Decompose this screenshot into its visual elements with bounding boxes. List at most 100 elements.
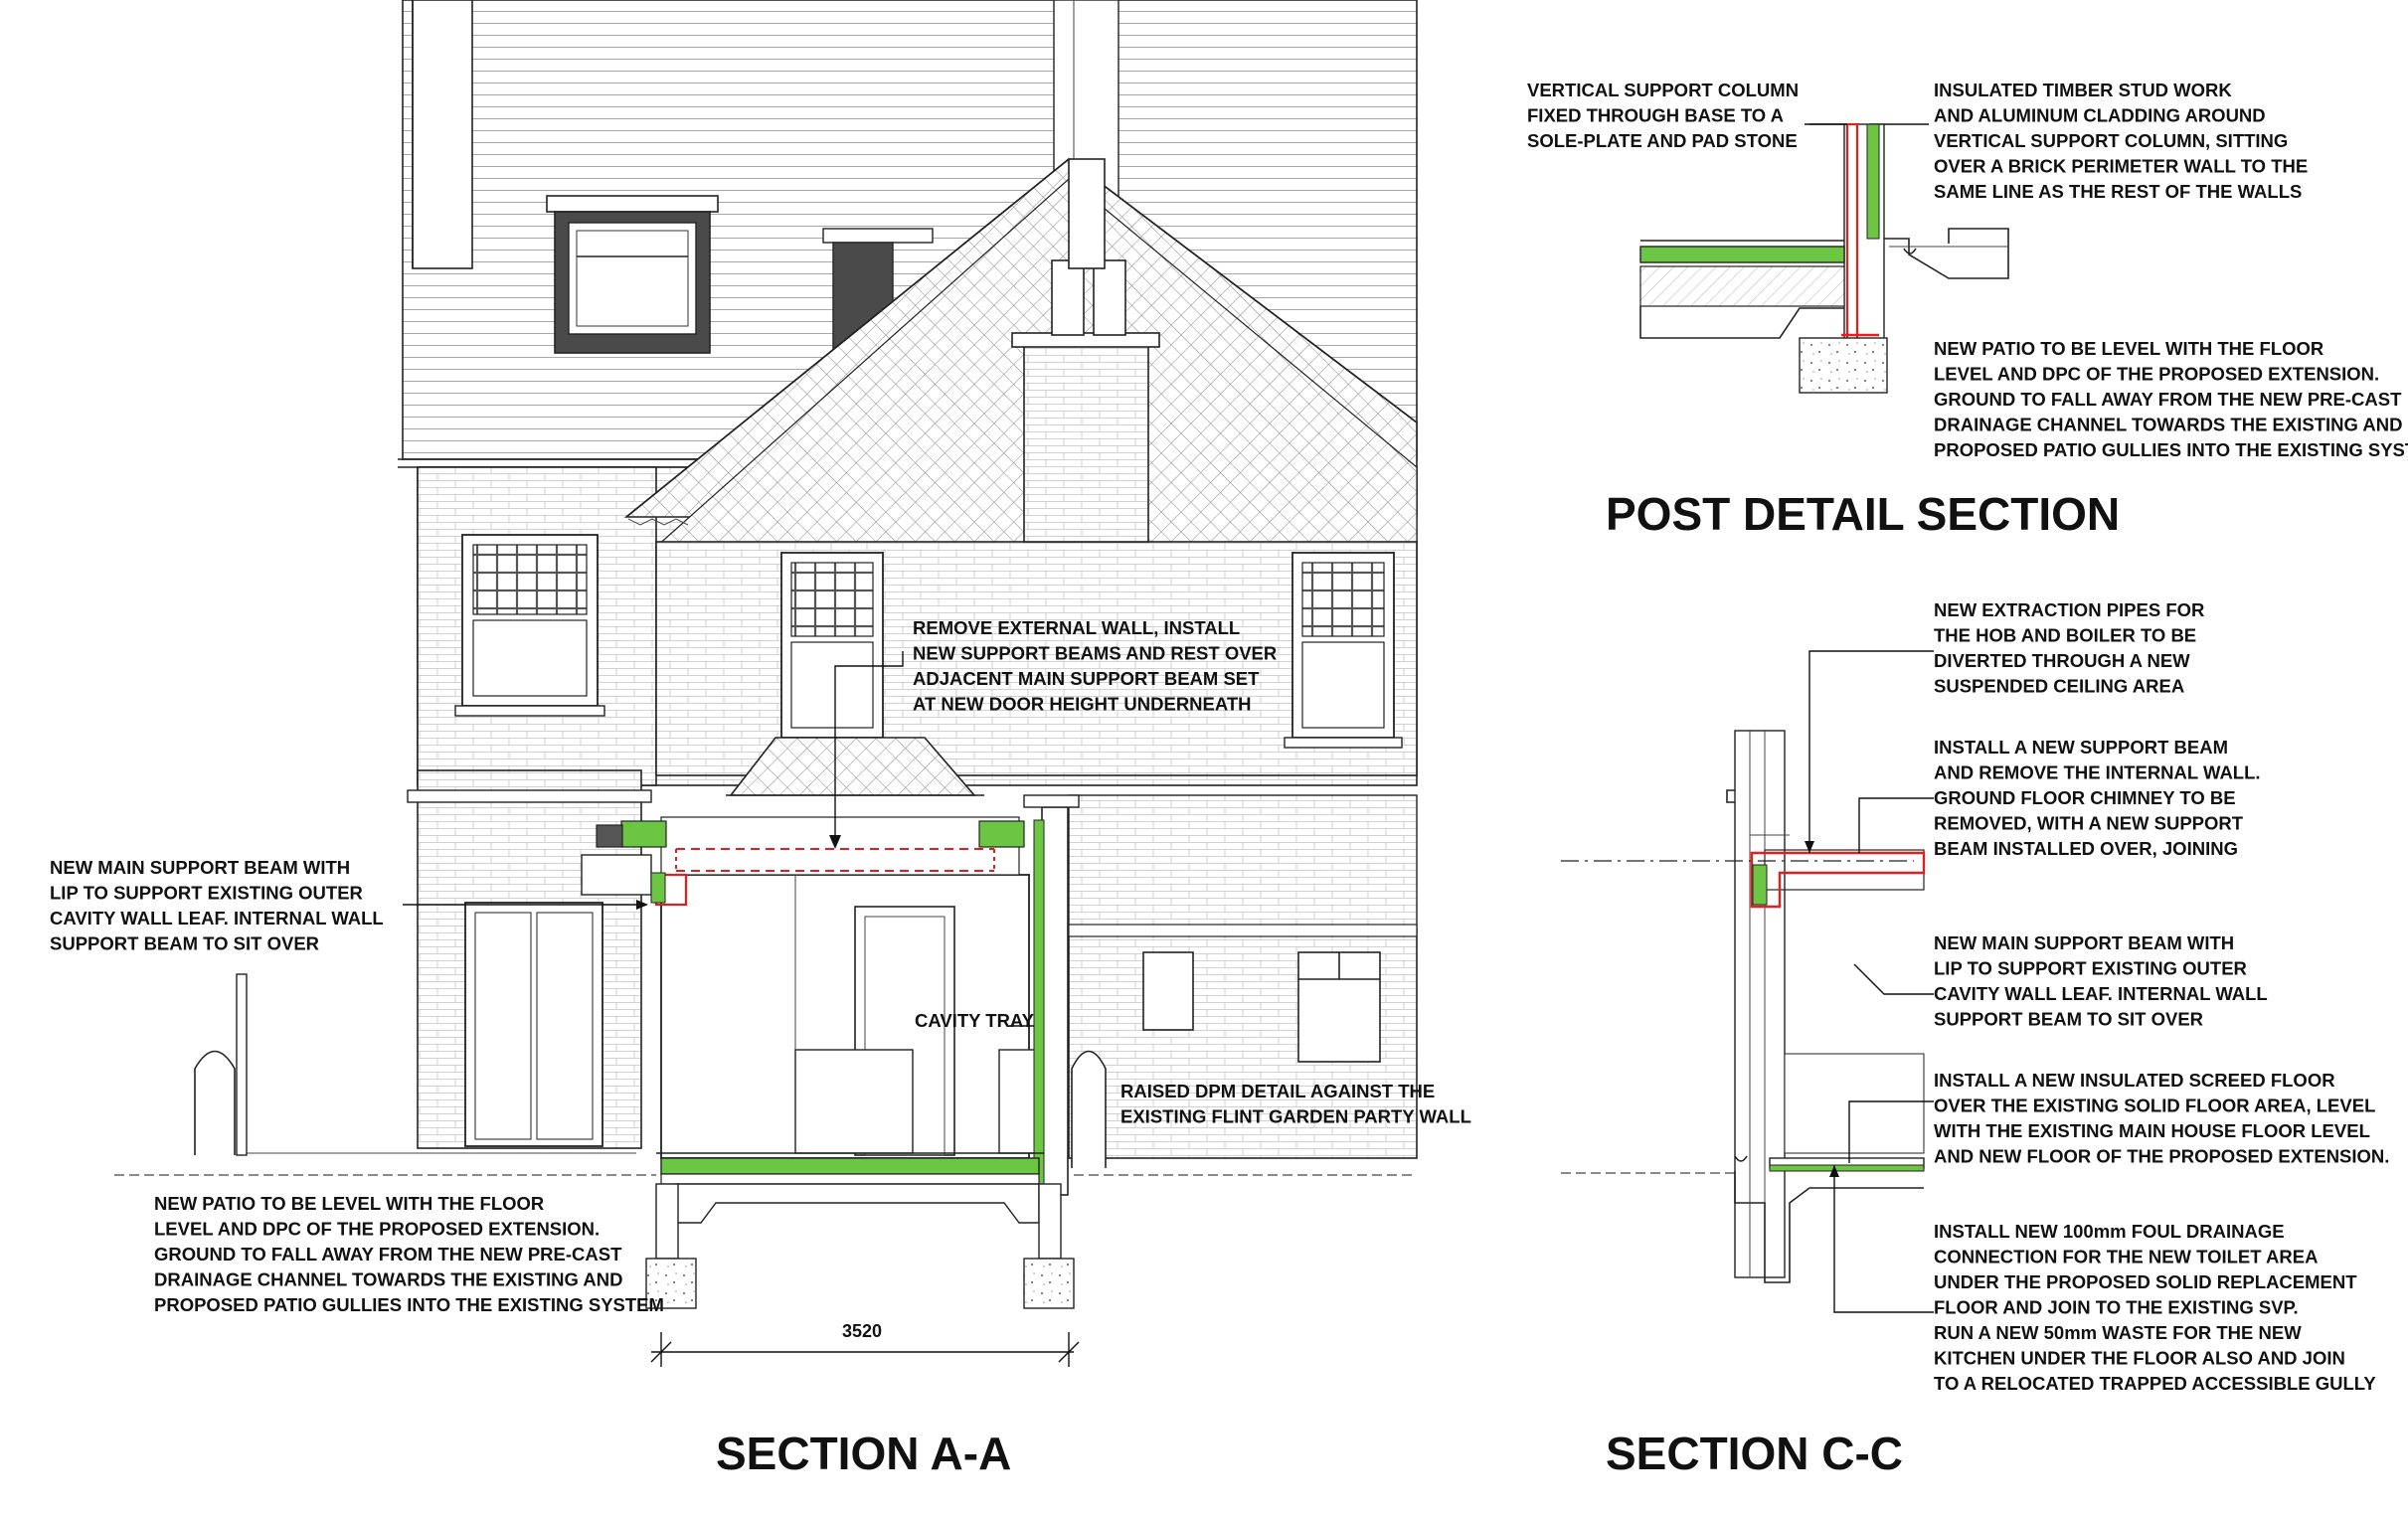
note-line: NEW EXTRACTION PIPES FOR — [1934, 599, 2204, 620]
note-line: INSULATED TIMBER STUD WORK — [1934, 80, 2232, 100]
note-line: SOLE-PLATE AND PAD STONE — [1527, 130, 1798, 151]
note-cavity-tray: CAVITY TRAY — [915, 1010, 1035, 1031]
note-line: VERTICAL SUPPORT COLUMN, SITTING — [1934, 130, 2288, 151]
kitchen-unit — [794, 1049, 914, 1154]
stud-insulation — [1866, 123, 1880, 240]
title-section-aa: SECTION A-A — [716, 1428, 1011, 1479]
window-first-floor-left — [454, 534, 605, 717]
note-line: KITCHEN UNDER THE FLOOR ALSO AND JOIN — [1934, 1348, 2345, 1369]
chimney-pot-left — [1051, 259, 1085, 336]
note-main-beam-cc: NEW MAIN SUPPORT BEAM WITH LIP TO SUPPORT… — [1934, 932, 2268, 1030]
floor-insulation — [660, 1157, 1040, 1175]
note-line: AND NEW FLOOR OF THE PROPOSED EXTENSION. — [1934, 1146, 2389, 1167]
note-line: SUPPORT BEAM TO SIT OVER — [50, 933, 319, 954]
note-line: DRAINAGE CHANNEL TOWARDS THE EXISTING AN… — [154, 1269, 622, 1290]
pad-stone — [1799, 337, 1888, 394]
note-line: REMOVE EXTERNAL WALL, INSTALL — [913, 617, 1240, 638]
note-line: LEVEL AND DPC OF THE PROPOSED EXTENSION. — [154, 1219, 600, 1240]
note-extraction: NEW EXTRACTION PIPES FOR THE HOB AND BOIL… — [1934, 599, 2204, 697]
note-line: INSTALL A NEW INSULATED SCREED FLOOR — [1934, 1070, 2335, 1091]
note-drainage: INSTALL NEW 100mm FOUL DRAINAGE CONNECTIO… — [1934, 1221, 2376, 1394]
note-line: RUN A NEW 50mm WASTE FOR THE NEW — [1934, 1322, 2302, 1343]
note-line: LIP TO SUPPORT EXISTING OUTER — [1934, 958, 2247, 979]
note-line: NEW SUPPORT BEAMS AND REST OVER — [913, 643, 1277, 664]
note-line: CONNECTION FOR THE NEW TOILET AREA — [1934, 1247, 2318, 1267]
note-line: OVER THE EXISTING SOLID FLOOR AREA, LEVE… — [1934, 1096, 2375, 1116]
note-line: DRAINAGE CHANNEL TOWARDS THE EXISTING AN… — [1934, 415, 2402, 435]
note-line: LIP TO SUPPORT EXISTING OUTER — [50, 883, 363, 904]
note-line: PROPOSED PATIO GULLIES INTO THE EXISTING… — [1934, 439, 2408, 460]
note-line: THE HOB AND BOILER TO BE — [1934, 625, 2196, 646]
note-line: BEAM INSTALLED OVER, JOINING — [1934, 838, 2238, 859]
note-vertical-column: VERTICAL SUPPORT COLUMN FIXED THROUGH BAS… — [1527, 80, 1799, 151]
note-line: CAVITY WALL LEAF. INTERNAL WALL — [1934, 983, 2268, 1004]
dimension-line-3520 — [650, 1332, 1080, 1367]
roof-insulation-left — [620, 820, 667, 848]
note-line: INSTALL A NEW SUPPORT BEAM — [1934, 737, 2228, 758]
note-line: INSTALL NEW 100mm FOUL DRAINAGE — [1934, 1221, 2285, 1242]
section-aa-drawing — [114, 0, 1418, 1367]
note-line: GROUND TO FALL AWAY FROM THE NEW PRE-CAS… — [1934, 389, 2402, 410]
window-first-floor-center — [780, 552, 884, 739]
foundations-aa — [645, 1183, 1075, 1309]
central-chimney — [1023, 342, 1149, 543]
new-support-beams — [675, 848, 995, 872]
note-line: EXISTING FLINT GARDEN PARTY WALL — [1120, 1106, 1471, 1127]
section-cc-drawing — [1561, 650, 1934, 1313]
garden-post-right — [1071, 1050, 1107, 1168]
title-post-detail: POST DETAIL SECTION — [1606, 488, 2120, 540]
chimney-pot-right — [1093, 259, 1126, 336]
note-line: GROUND FLOOR CHIMNEY TO BE — [1934, 787, 2236, 808]
right-wall-insulation — [1033, 819, 1045, 1189]
note-line: NEW MAIN SUPPORT BEAM WITH — [50, 857, 350, 878]
section-cc-wall — [1734, 730, 1786, 1278]
note-line: CAVITY TRAY — [915, 1010, 1035, 1031]
small-window-right — [1297, 951, 1381, 1063]
note-raised-dpm: RAISED DPM DETAIL AGAINST THE EXISTING FL… — [1120, 1081, 1471, 1127]
note-line: TO A RELOCATED TRAPPED ACCESSIBLE GULLY — [1934, 1373, 2376, 1394]
note-screed: INSTALL A NEW INSULATED SCREED FLOOR OVER… — [1934, 1070, 2389, 1167]
note-line: UNDER THE PROPOSED SOLID REPLACEMENT — [1934, 1271, 2357, 1292]
note-line: SAME LINE AS THE REST OF THE WALLS — [1934, 181, 2302, 202]
support-beam-cc — [1750, 851, 1926, 909]
note-line: AT NEW DOOR HEIGHT UNDERNEATH — [913, 694, 1252, 715]
note-line: AND ALUMINUM CLADDING AROUND — [1934, 105, 2266, 126]
annotation-text-layer: REMOVE EXTERNAL WALL, INSTALL NEW SUPPORT… — [50, 80, 2408, 1479]
roof-ridge-tiles — [627, 518, 689, 526]
small-window-left — [1142, 951, 1194, 1031]
note-line: NEW MAIN SUPPORT BEAM WITH — [1934, 932, 2234, 953]
leader-remove-wall — [834, 651, 904, 847]
note-line: CAVITY WALL LEAF. INTERNAL WALL — [50, 908, 384, 928]
screed-insulation — [1769, 1164, 1925, 1172]
note-patio-aa: NEW PATIO TO BE LEVEL WITH THE FLOOR LEVE… — [154, 1193, 664, 1315]
post-detail-drawing — [1639, 122, 2009, 394]
note-line: FIXED THROUGH BASE TO A — [1527, 105, 1784, 126]
note-main-beam-aa: NEW MAIN SUPPORT BEAM WITH LIP TO SUPPORT… — [50, 857, 384, 954]
right-cavity-wall — [1041, 806, 1069, 1196]
note-line: FLOOR AND JOIN TO THE EXISTING SVP. — [1934, 1297, 2299, 1318]
window-first-floor-right — [1284, 552, 1403, 749]
note-line: GROUND TO FALL AWAY FROM THE NEW PRE-CAS… — [154, 1244, 622, 1265]
note-line: SUPPORT BEAM TO SIT OVER — [1934, 1009, 2203, 1030]
dimension-label: 3520 — [842, 1321, 882, 1341]
note-line: PROPOSED PATIO GULLIES INTO THE EXISTING… — [154, 1294, 664, 1315]
roof-insulation-right — [978, 820, 1025, 848]
chimney-stack — [412, 0, 473, 269]
garden-post-left — [194, 1050, 236, 1155]
note-line: NEW PATIO TO BE LEVEL WITH THE FLOOR — [1934, 338, 2323, 359]
note-line: SUSPENDED CEILING AREA — [1934, 676, 2184, 697]
note-line: DIVERTED THROUGH A NEW — [1934, 650, 2190, 671]
note-line: NEW PATIO TO BE LEVEL WITH THE FLOOR — [154, 1193, 544, 1214]
note-line: ADJACENT MAIN SUPPORT BEAM SET — [913, 668, 1260, 689]
title-section-cc: SECTION C-C — [1606, 1428, 1903, 1479]
note-line: OVER A BRICK PERIMETER WALL TO THE — [1934, 156, 2308, 177]
note-remove-wall: REMOVE EXTERNAL WALL, INSTALL NEW SUPPORT… — [913, 617, 1277, 715]
note-line: WITH THE EXISTING MAIN HOUSE FLOOR LEVEL — [1934, 1120, 2370, 1141]
note-line: RAISED DPM DETAIL AGAINST THE — [1120, 1081, 1435, 1101]
note-timber-stud: INSULATED TIMBER STUD WORK AND ALUMINUM C… — [1934, 80, 2308, 202]
note-line: VERTICAL SUPPORT COLUMN — [1527, 80, 1799, 100]
dormer-cap — [546, 195, 719, 213]
